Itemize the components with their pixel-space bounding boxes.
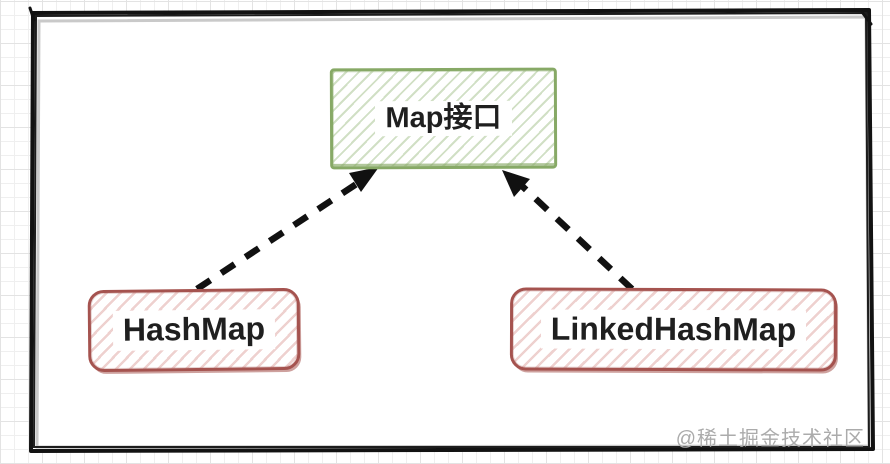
arrowhead-right: [502, 170, 530, 197]
node-map-interface: Map接口: [329, 67, 558, 170]
node-linkedhashmap-label: LinkedHashMap: [540, 309, 807, 350]
edge-hashmap-to-map: [195, 167, 379, 292]
node-map-interface-label: Map接口: [375, 100, 512, 137]
node-hashmap-label: HashMap: [112, 309, 276, 351]
node-linkedhashmap: LinkedHashMap: [509, 287, 838, 372]
arrowhead-left: [349, 167, 379, 192]
node-hashmap: HashMap: [87, 287, 301, 373]
edge-linkedhashmap-to-map: [502, 170, 635, 292]
watermark-text: @稀土掘金技术社区: [675, 428, 865, 450]
